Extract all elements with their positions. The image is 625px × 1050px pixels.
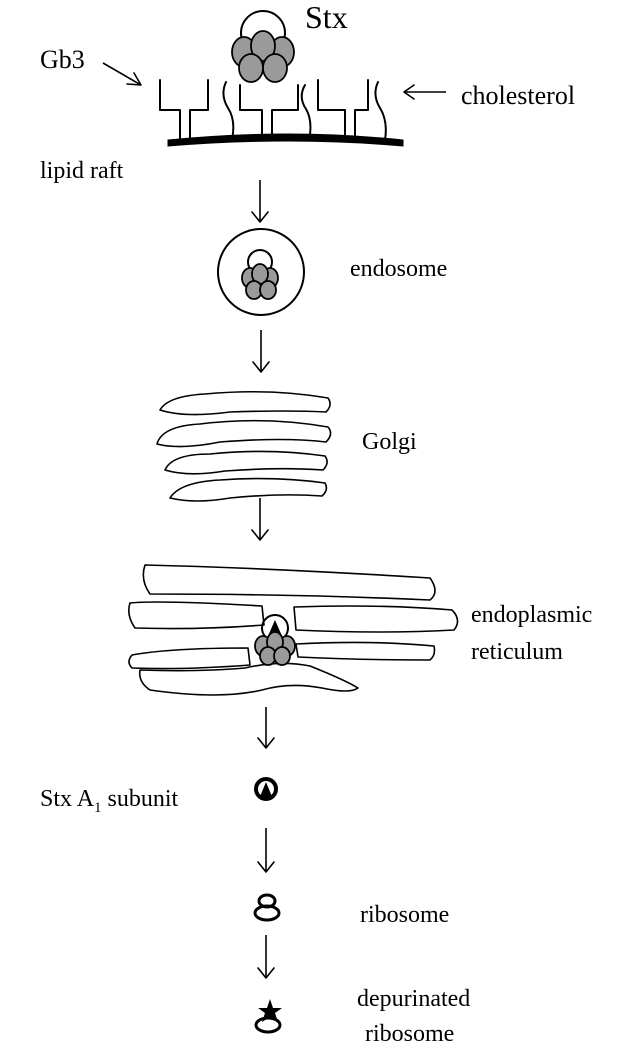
depurinated-label-line1: depurinated xyxy=(357,986,470,1012)
gb3-label: Gb3 xyxy=(40,45,85,74)
down-arrow-4 xyxy=(257,707,275,749)
cholesterol-label: cholesterol xyxy=(461,81,575,110)
cholesterol-molecule xyxy=(300,84,312,141)
golgi-label: Golgi xyxy=(362,429,417,455)
endosome-vesicle xyxy=(217,228,305,316)
gb3-receptor xyxy=(317,79,369,141)
stx-in-er xyxy=(254,614,296,666)
depurinated-ribosome-icon xyxy=(254,999,282,1034)
star-icon xyxy=(258,999,282,1022)
endoplasmic-reticulum xyxy=(128,564,459,696)
cholesterol-molecule xyxy=(222,81,235,141)
ribosome-icon xyxy=(253,893,281,922)
ribosome-label: ribosome xyxy=(360,902,449,928)
stx-a1-subunit xyxy=(254,777,278,801)
stx-toxin-top xyxy=(231,10,295,83)
stx-label: Stx xyxy=(305,0,348,35)
down-arrow-1 xyxy=(251,180,269,223)
cholesterol-arrow xyxy=(403,84,446,100)
endosome-label: endosome xyxy=(350,256,447,282)
down-arrow-3 xyxy=(251,498,269,541)
cholesterol-molecule xyxy=(374,81,387,141)
golgi-apparatus xyxy=(156,390,332,502)
down-arrow-2 xyxy=(252,330,270,373)
er-label-line1: endoplasmic xyxy=(471,602,592,628)
down-arrow-5 xyxy=(257,828,275,873)
gb3-arrow xyxy=(102,62,142,86)
gb3-receptor xyxy=(239,84,299,141)
er-label-line2: reticulum xyxy=(471,639,563,665)
lipid-raft-label: lipid raft xyxy=(40,158,124,184)
down-arrow-6 xyxy=(257,935,275,979)
lipid-raft xyxy=(159,79,404,147)
gb3-receptor xyxy=(159,79,209,141)
stx-a1-label: Stx A1 subunit xyxy=(40,786,179,816)
depurinated-label-line2: ribosome xyxy=(365,1021,454,1047)
